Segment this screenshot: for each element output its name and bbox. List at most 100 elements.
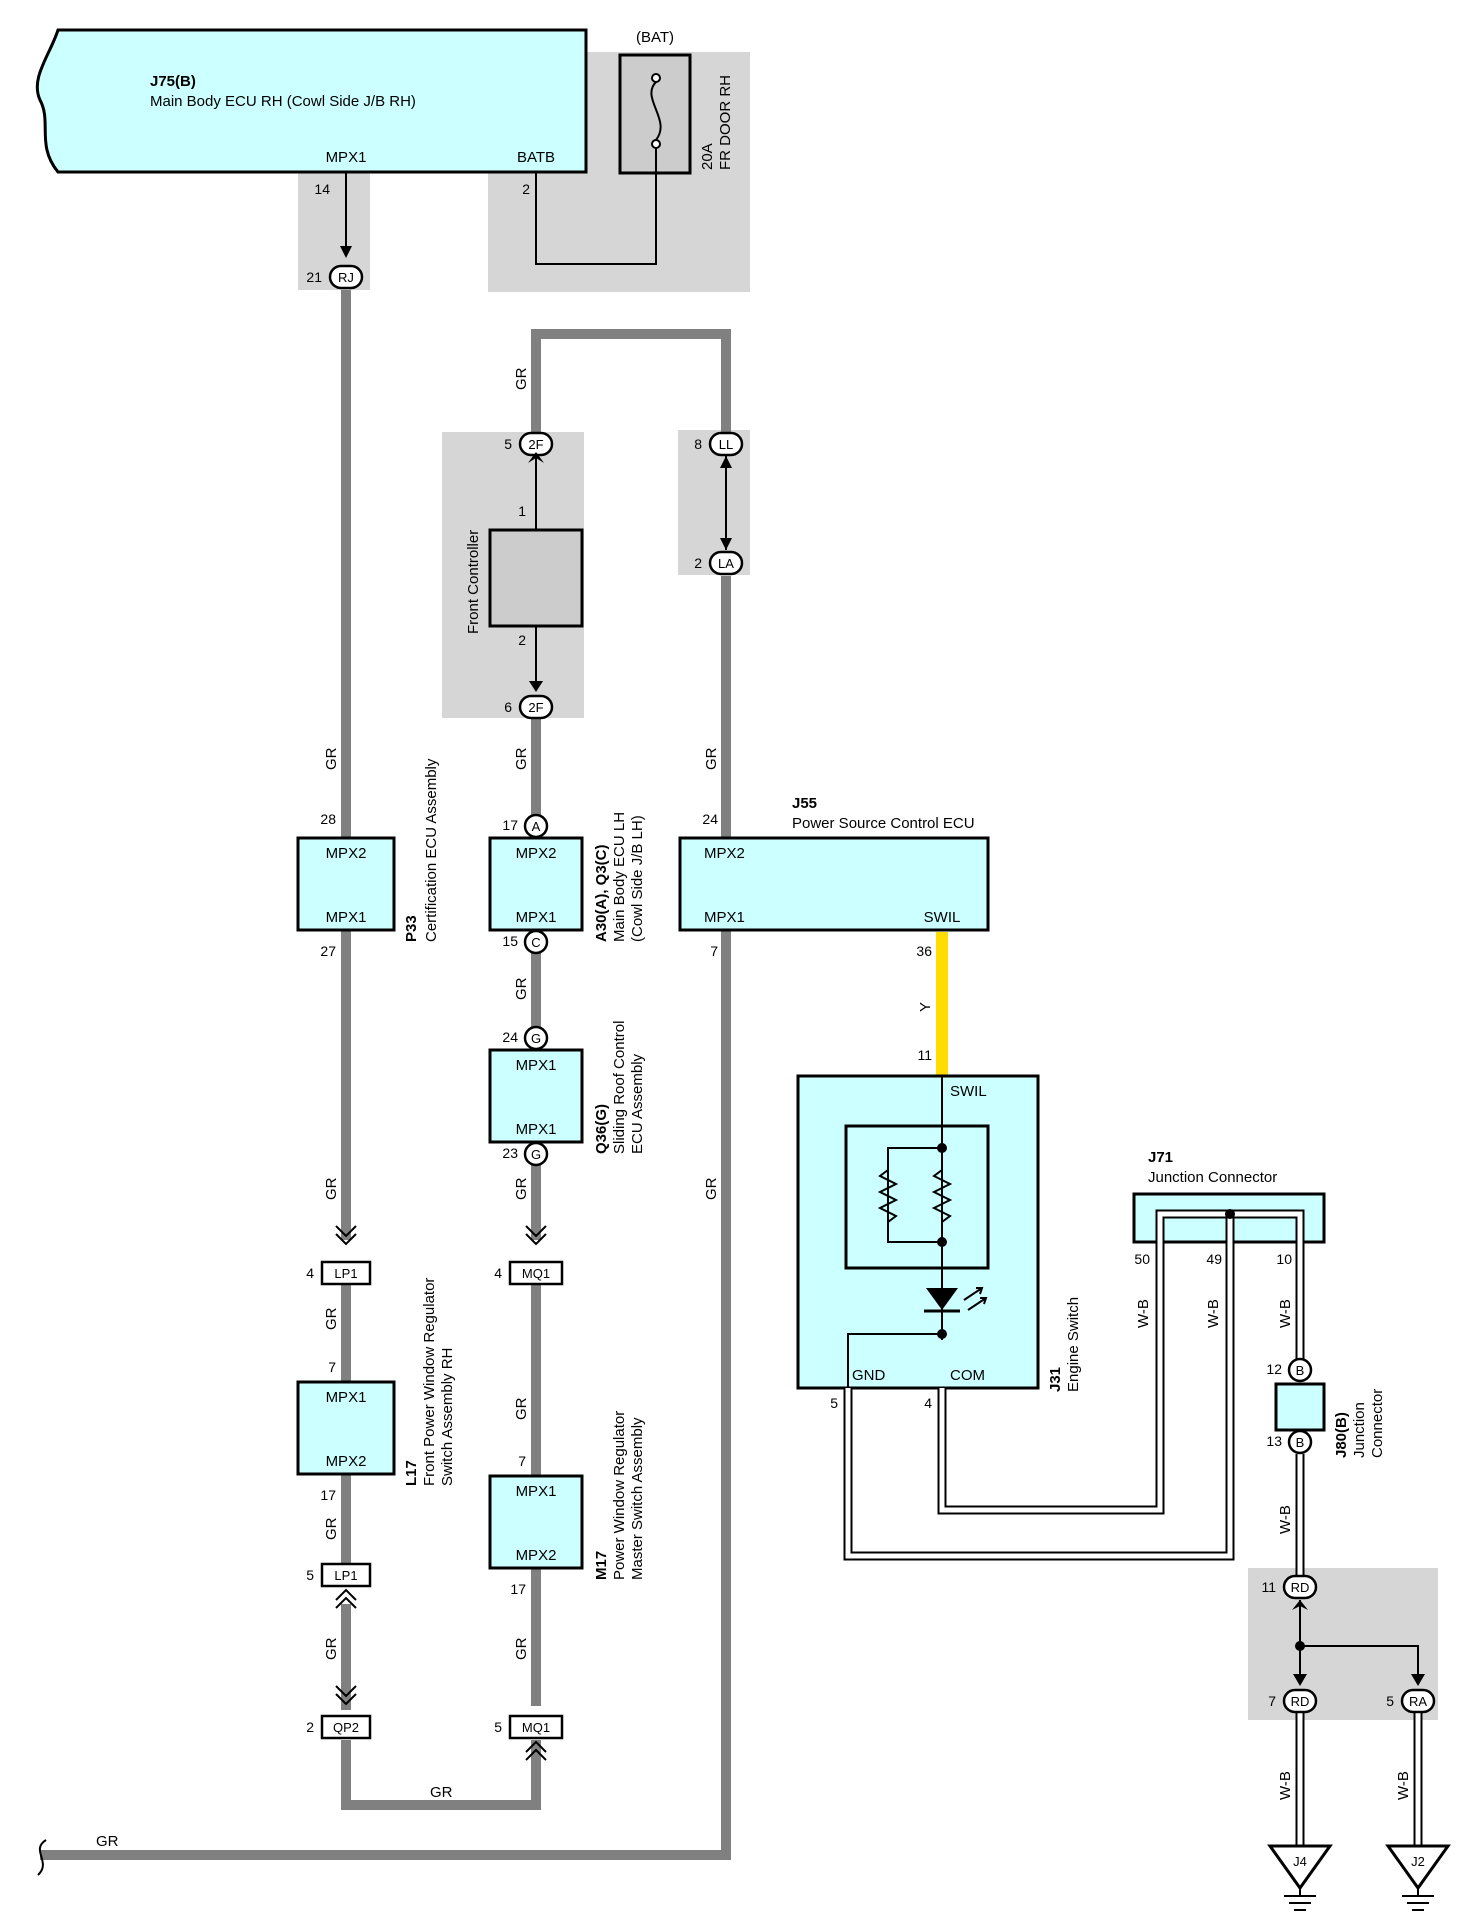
j80-conn-top — [1287, 1357, 1313, 1383]
connector-qp2-num: 2 — [306, 1719, 314, 1735]
ground-icon — [1385, 1844, 1451, 1891]
p33-num-bot: 27 — [320, 943, 336, 959]
arrow-icon — [1293, 1674, 1307, 1686]
connector-rj — [328, 264, 364, 290]
a30-conn-top-label: A — [532, 819, 541, 834]
connector-lp1-bot — [320, 1562, 372, 1588]
l17-pin-top: MPX1 — [326, 1389, 367, 1406]
wb-label: W-B — [1135, 1299, 1152, 1328]
connector-lp1-top-num: 4 — [306, 1265, 314, 1281]
connector-ra — [1400, 1688, 1436, 1714]
a30-sub: (Cowl Side J/B LH) — [629, 815, 646, 942]
j80-conn-bot-label: B — [1296, 1435, 1305, 1450]
j31-num-com: 4 — [924, 1395, 932, 1411]
svg-text:GR: GR — [323, 1517, 340, 1540]
connector-mq1-top-label: MQ1 — [522, 1266, 550, 1281]
j71-num-a: 50 — [1134, 1251, 1150, 1267]
j55-num-mpx2: 24 — [702, 811, 718, 827]
chevron-down-icon — [335, 1225, 357, 1246]
svg-text:GR: GR — [323, 1177, 340, 1200]
j55-pin-mpx1: MPX1 — [704, 909, 745, 926]
shade-ll-la — [678, 430, 750, 575]
j71-num-b: 49 — [1206, 1251, 1222, 1267]
j75-id: J75(B) — [150, 73, 196, 90]
m17-name: Power Window Regulator — [611, 1411, 628, 1580]
wb-label: W-B — [1395, 1771, 1412, 1800]
j75-num-batb: 2 — [522, 181, 530, 197]
j31-num-swil: 11 — [917, 1047, 932, 1063]
light-rays-icon — [963, 1287, 988, 1311]
connector-mq1-top-num: 4 — [494, 1265, 502, 1281]
fuse-rating: 20A — [699, 143, 716, 170]
j71-name: Junction Connector — [1148, 1169, 1277, 1186]
l17-num-top: 7 — [328, 1359, 336, 1375]
wire-labels: GR GR GR GR GR GR GR GR GR GR GR GR GR G… — [96, 367, 934, 1850]
j31-pin-com: COM — [950, 1367, 985, 1384]
fuse-terminal-icon — [651, 139, 661, 149]
a30-name: Main Body ECU LH — [611, 812, 628, 942]
connector-qp2-label: QP2 — [333, 1720, 359, 1735]
connector-rj-num: 21 — [306, 269, 322, 285]
l17-sub: Switch Assembly RH — [439, 1348, 456, 1486]
j80-num-bot: 13 — [1266, 1433, 1282, 1449]
svg-text:GR: GR — [513, 367, 530, 390]
connector-mq1-bot — [508, 1714, 564, 1740]
m17-id: M17 — [593, 1551, 610, 1580]
q36-conn-top-label: G — [531, 1031, 541, 1046]
j80-id: J80(B) — [1333, 1412, 1350, 1458]
l17-front-power-window-switch — [296, 1380, 396, 1476]
arrow-icon — [1411, 1674, 1425, 1686]
led-icon — [926, 1288, 958, 1310]
p33-certification-ecu — [296, 836, 396, 932]
m17-master-window-switch — [488, 1474, 584, 1570]
j75-pin-batb: BATB — [517, 149, 555, 166]
connector-2f-top-num: 5 — [504, 436, 512, 452]
svg-text:GR: GR — [323, 1637, 340, 1660]
svg-text:GR: GR — [703, 747, 720, 770]
a30-pin-top: MPX2 — [516, 845, 557, 862]
q36-pin-top: MPX1 — [516, 1057, 557, 1074]
front-controller-num-bot: 2 — [518, 632, 526, 648]
fuse-element-icon — [650, 81, 662, 141]
j31-pin-gnd: GND — [852, 1367, 886, 1384]
p33-id: P33 — [403, 915, 420, 942]
front-controller-num-top: 1 — [518, 503, 526, 519]
connector-rd-top-num: 11 — [1261, 1579, 1276, 1595]
svg-text:GR: GR — [513, 977, 530, 1000]
a30-main-body-ecu-lh — [488, 836, 584, 932]
svg-text:GR: GR — [323, 747, 340, 770]
j71-num-c: 10 — [1276, 1251, 1292, 1267]
ground-j2: J2 — [1385, 1844, 1451, 1911]
p33-name: Certification ECU Assembly — [423, 758, 440, 942]
p33-num-top: 28 — [320, 811, 336, 827]
q36-name: Sliding Roof Control — [611, 1021, 628, 1154]
svg-text:GR: GR — [513, 1397, 530, 1420]
wb-label: W-B — [1277, 1771, 1294, 1800]
wb-label: W-B — [1205, 1299, 1222, 1328]
j31-pin-swil: SWIL — [950, 1083, 987, 1100]
j80-conn-bot — [1287, 1429, 1313, 1455]
svg-text:J4: J4 — [1293, 1854, 1307, 1869]
j80-sub: Connector — [1369, 1389, 1386, 1458]
connector-la-num: 2 — [694, 555, 702, 571]
a30-pin-bot: MPX1 — [516, 909, 557, 926]
front-controller-name: Front Controller — [465, 530, 482, 634]
svg-text:GR: GR — [513, 1637, 530, 1660]
fuse-name: FR DOOR RH — [717, 75, 734, 170]
connector-ll-label: LL — [719, 437, 733, 452]
connector-qp2 — [320, 1714, 372, 1740]
connector-2f-bot — [518, 694, 554, 720]
j75-main-body-ecu-rh — [35, 28, 588, 174]
fuse-terminal-icon — [651, 73, 661, 83]
connector-rd-top-label: RD — [1291, 1580, 1310, 1595]
fuse-source: (BAT) — [636, 29, 674, 46]
gr-wires — [40, 290, 731, 1860]
ground-j4: J4 — [1267, 1844, 1333, 1911]
j75-name: Main Body ECU RH (Cowl Side J/B RH) — [150, 93, 416, 110]
j55-id: J55 — [792, 795, 817, 812]
wb-label: W-B — [1277, 1505, 1294, 1534]
j55-pin-swil: SWIL — [924, 909, 961, 926]
connector-ra-num: 5 — [1386, 1693, 1394, 1709]
m17-num-bot: 17 — [510, 1581, 526, 1597]
